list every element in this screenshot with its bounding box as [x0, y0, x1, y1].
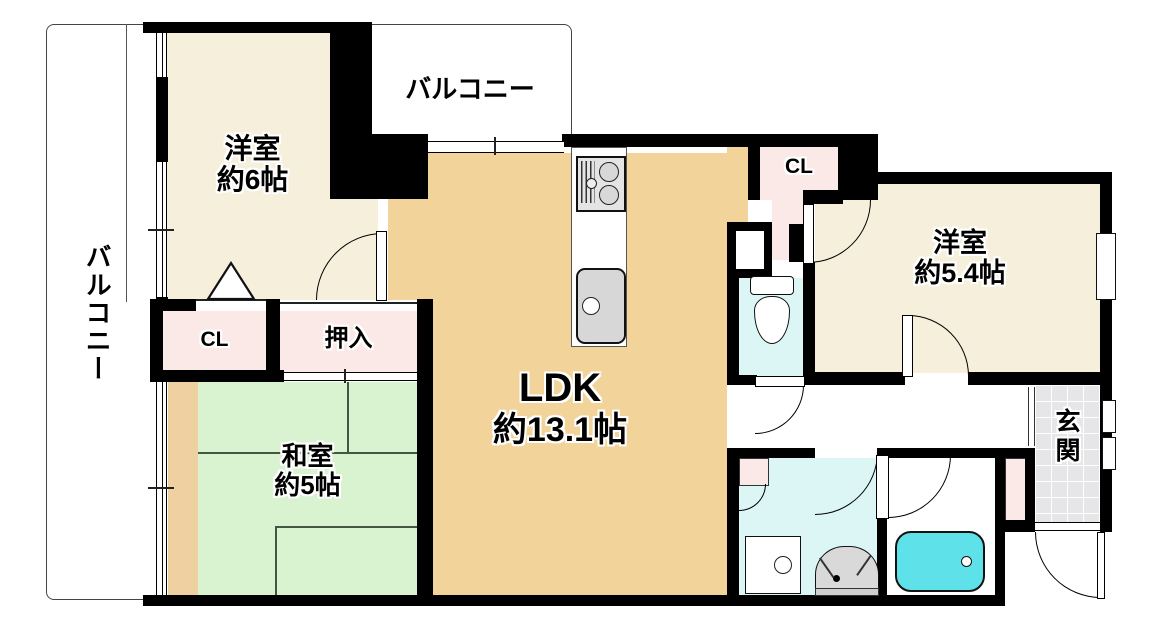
- front-door-leaf: [1097, 532, 1105, 599]
- entry-cabinet-pink: [1005, 458, 1027, 522]
- partition-line: [280, 302, 417, 304]
- window: [1096, 233, 1116, 300]
- wall: [727, 448, 739, 606]
- bedroom1-door-leaf: [376, 231, 387, 301]
- bath-door-leaf: [876, 455, 889, 519]
- wall: [727, 448, 815, 458]
- wall: [562, 134, 838, 147]
- balcony-left-inner-line: [126, 24, 127, 302]
- tatami-line-v1: [347, 382, 349, 453]
- wall: [330, 134, 428, 199]
- ldk-size: 約13.1帖: [492, 410, 628, 449]
- ldk-label: LDK 約13.1帖: [430, 366, 690, 449]
- balcony-left-label: バルコニー: [82, 243, 113, 383]
- tatami-line-h1: [198, 452, 417, 454]
- genkan-step-line: [1028, 387, 1035, 446]
- bedroom2-name: 洋室: [933, 228, 987, 258]
- tatami-line-h2: [275, 526, 417, 528]
- wall: [877, 448, 887, 606]
- folding-door-icon: [206, 261, 256, 301]
- wall: [143, 22, 343, 33]
- toilet-icon: [750, 276, 794, 295]
- bedroom1-name: 洋室: [224, 133, 281, 164]
- wall: [727, 375, 757, 385]
- genkan-threshold: [1035, 522, 1100, 531]
- bathtub-icon: [895, 531, 985, 592]
- wall: [156, 77, 168, 162]
- wall: [150, 299, 163, 379]
- wall: [815, 372, 905, 385]
- toilet-door-arc: [755, 385, 804, 434]
- washbasin-counter-line: [815, 588, 879, 596]
- toilet-door-leaf: [755, 376, 805, 387]
- wall: [1000, 520, 1035, 532]
- balcony-top: [370, 24, 572, 146]
- balcony-left: [46, 24, 158, 600]
- wall: [266, 299, 280, 379]
- ldk-floor-jog: [388, 199, 433, 300]
- wall: [968, 372, 1110, 385]
- wall: [143, 595, 1005, 606]
- wall: [330, 22, 372, 144]
- wall: [150, 299, 196, 311]
- entry-door-panel: [1102, 400, 1116, 433]
- window-tick: [148, 229, 174, 231]
- front-door-arc: [1035, 532, 1101, 598]
- washroom-cabinet-pink: [739, 458, 769, 486]
- stove-icon: [576, 156, 626, 212]
- bedroom2-size: 約5.4帖: [914, 258, 1006, 289]
- ldk-name: LDK: [518, 366, 602, 410]
- wall: [748, 136, 760, 200]
- closet-left-label: CL: [200, 328, 229, 351]
- window-tick: [494, 137, 496, 155]
- window: [156, 33, 167, 77]
- window: [428, 141, 564, 153]
- wall: [838, 134, 878, 200]
- wall: [789, 224, 805, 262]
- ldk-floor-kitchen-side: [727, 147, 748, 222]
- genkan-floor: [1035, 385, 1100, 522]
- bedroom2-label: 洋室 約5.4帖: [820, 228, 1100, 288]
- washitsu-label: 和室 約5帖: [210, 441, 405, 501]
- wall: [872, 172, 1110, 184]
- sliding-door: [284, 372, 417, 381]
- entry-door-panel: [1102, 437, 1116, 470]
- wall: [150, 370, 284, 382]
- tatami-line-v2: [275, 526, 277, 595]
- bedroom1-label: 洋室 約6帖: [165, 133, 340, 196]
- balcony-top-label: バルコニー: [405, 74, 535, 104]
- oshiire-floor: [280, 311, 417, 372]
- bedroom2-door-leaf: [902, 315, 913, 377]
- pipe-shaft: [736, 231, 764, 269]
- washitsu-floor: [198, 382, 417, 595]
- genkan-label: 玄関: [1052, 408, 1080, 466]
- bath-door-arc: [888, 455, 951, 518]
- washitsu-name: 和室: [281, 441, 334, 471]
- closet-left-floor: [163, 311, 266, 370]
- wall: [877, 448, 1030, 458]
- washing-machine-icon: [745, 536, 801, 594]
- sliding-door-tick: [344, 369, 346, 383]
- window-tick: [148, 487, 174, 489]
- closet-top-label: CL: [785, 155, 813, 178]
- wall: [1100, 172, 1112, 532]
- wall: [417, 299, 433, 606]
- oshiire-label: 押入: [324, 325, 373, 352]
- wall: [803, 262, 815, 385]
- bedroom1-floor: [156, 30, 340, 300]
- bedroom1-size: 約6帖: [216, 164, 289, 196]
- washitsu-size: 約5帖: [274, 470, 341, 501]
- kitchen-sink-icon: [576, 268, 626, 344]
- closet-top-door-leaf: [803, 204, 814, 264]
- wall: [1025, 448, 1035, 532]
- washbasin-icon: [815, 546, 879, 592]
